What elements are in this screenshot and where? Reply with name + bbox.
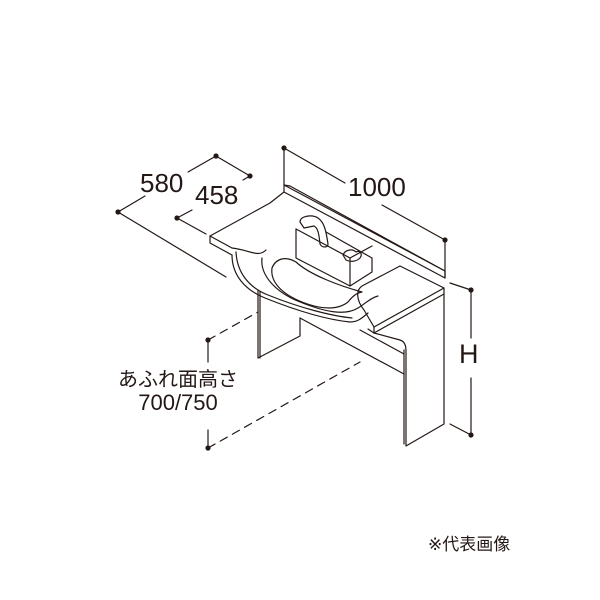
dimension-label-1000: 1000 [348,172,406,202]
overflow-height-value: 700/750 [138,390,218,415]
dimension-label-458: 458 [195,180,239,210]
faucet-deck [295,228,373,287]
dimension-line-458 [174,173,253,235]
left-support-leg [257,289,301,359]
overflow-height-caption: あふれ面高さ [118,369,238,391]
front-apron-edge [299,317,405,375]
faucet [299,215,362,262]
representative-image-note: ※代表画像 [428,535,511,555]
dimension-label-height: H [459,339,479,369]
overflow-height-label: あふれ面高さ 700/750 [118,370,238,414]
washbasin-bowl [231,251,379,323]
dimension-line-580 [115,153,251,278]
backsplash [283,184,446,279]
dimension-line-H [449,282,474,438]
right-side-panel [359,293,445,447]
left-counter-shelf [209,191,285,256]
dimension-line-overflow-height [205,311,361,451]
dimension-label-580: 580 [140,168,184,198]
